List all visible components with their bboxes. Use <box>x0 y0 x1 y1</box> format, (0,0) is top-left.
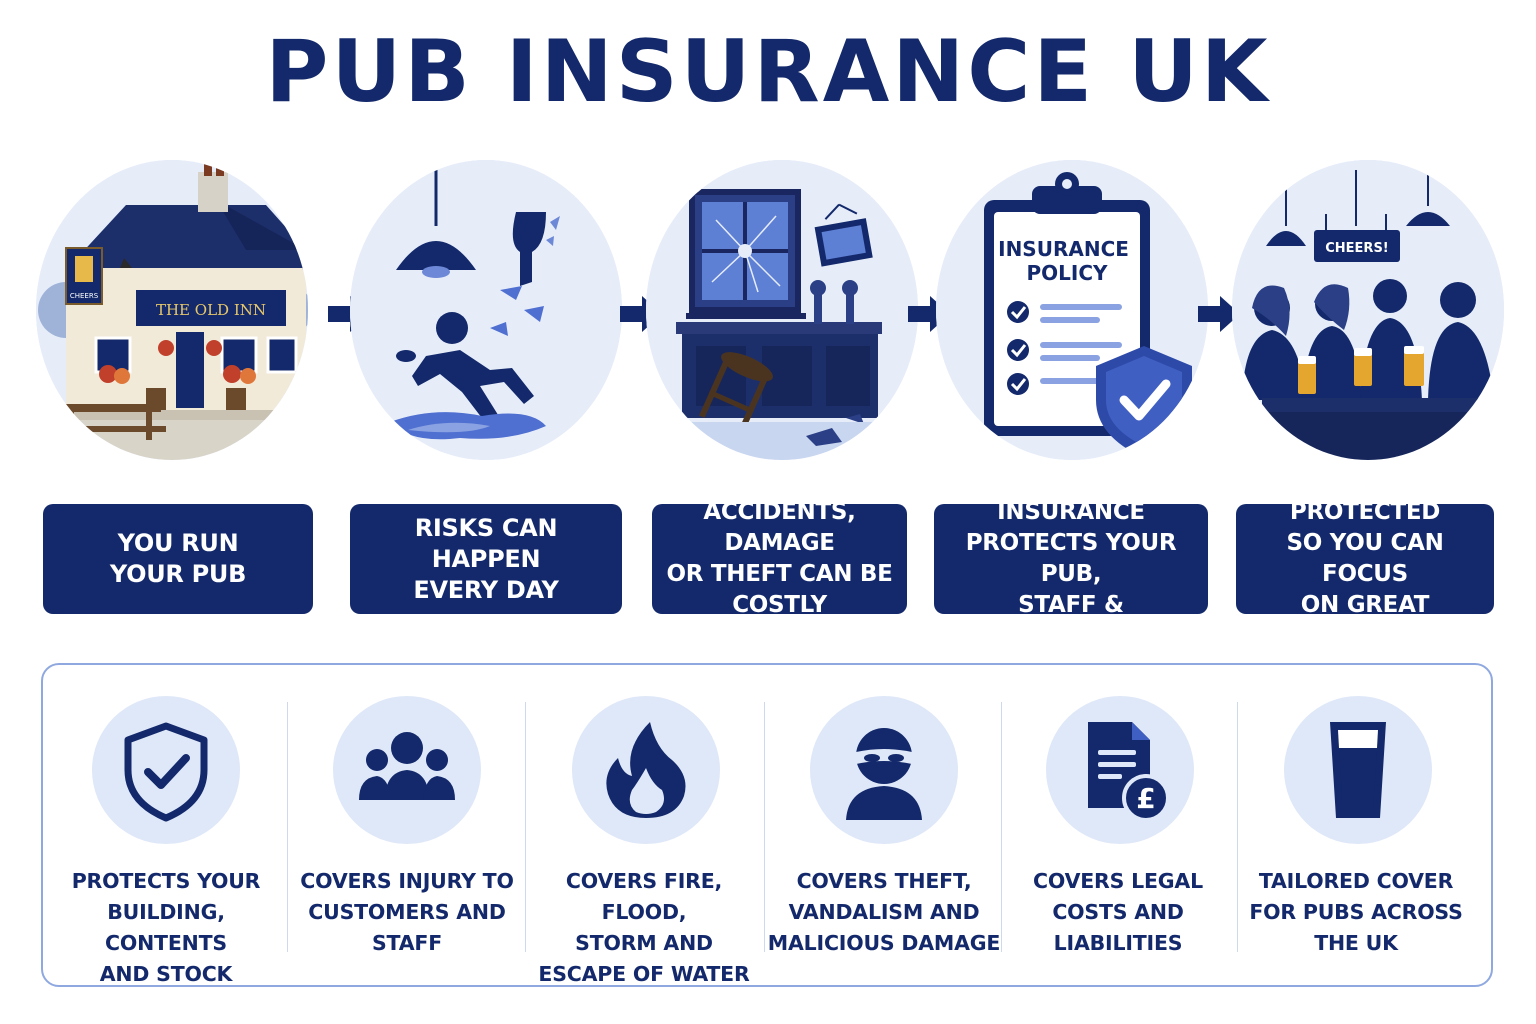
slip-and-fall-illustration <box>350 160 622 460</box>
people-group-icon <box>333 696 481 844</box>
step-label: THE RIGHT INSURANCE PROTECTS YOUR PUB, S… <box>934 468 1208 649</box>
svg-text:£: £ <box>1136 782 1155 815</box>
divider <box>1001 702 1002 952</box>
feature-label: COVERS THEFT, VANDALISM AND MALICIOUS DA… <box>767 869 1001 955</box>
divider <box>525 702 526 952</box>
step-label: YOU’RE PROTECTED SO YOU CAN FOCUS ON GRE… <box>1236 468 1494 649</box>
broken-window-illustration <box>646 160 918 460</box>
shield-check-icon <box>92 696 240 844</box>
arrow-right-icon <box>1198 296 1240 332</box>
customers-cheering-illustration: CHEERS! <box>1232 160 1504 460</box>
flame-icon <box>572 696 720 844</box>
benefits-panel <box>41 663 1493 987</box>
step-label: ACCIDENTS, DAMAGE OR THEFT CAN BE COSTLY <box>652 499 907 618</box>
pub-building-illustration: THE OLD INN CHEERS <box>36 160 308 460</box>
step-label: RISKS CAN HAPPEN EVERY DAY <box>350 504 622 614</box>
feature-label: PROTECTS YOUR BUILDING, CONTENTS AND STO… <box>71 869 261 986</box>
burglar-icon <box>810 696 958 844</box>
feature-label: TAILORED COVER FOR PUBS ACROSS THE UK <box>1249 869 1463 955</box>
clipboard-title: INSURANCE POLICY <box>998 237 1136 285</box>
bar-sign-text: CHEERS! <box>1325 241 1388 256</box>
divider <box>1237 702 1238 952</box>
pub-sign-text: THE OLD INN <box>156 301 266 319</box>
pint-glass-icon <box>1284 696 1432 844</box>
insurance-policy-illustration: INSURANCE POLICY <box>936 160 1208 460</box>
feature-label: COVERS INJURY TO CUSTOMERS AND STAFF <box>300 869 514 955</box>
divider <box>764 702 765 952</box>
page-title: PUB INSURANCE UK <box>265 22 1271 122</box>
legal-document-pound-icon: £ <box>1046 696 1194 844</box>
divider <box>287 702 288 952</box>
feature-label: COVERS FIRE, FLOOD, STORM AND ESCAPE OF … <box>538 869 750 986</box>
step-label: YOU RUN YOUR PUB <box>43 504 313 614</box>
feature-label: COVERS LEGAL COSTS AND LIABILITIES <box>1033 869 1203 955</box>
hanging-sign-text: CHEERS <box>70 292 99 300</box>
